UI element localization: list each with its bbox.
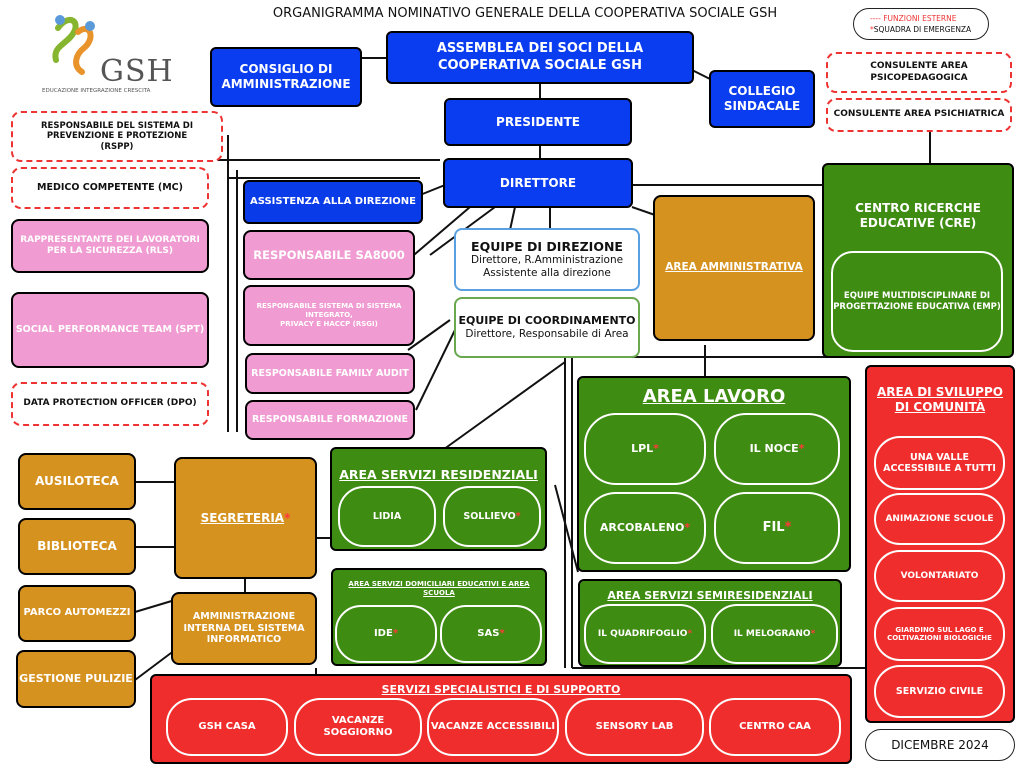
legend-emergency: *SQUADRA DI EMERGENZA [870,24,972,34]
centro-caa-pill[interactable]: CENTRO CAA [709,698,841,756]
assistenza-direzione-box[interactable]: ASSISTENZA ALLA DIREZIONE [243,180,423,224]
logo-tagline: EDUCAZIONE INTEGRAZIONE CRESCITA [42,88,151,94]
sensory-lab-pill[interactable]: SENSORY LAB [565,698,704,756]
biblioteca-box[interactable]: BIBLIOTECA [18,518,136,575]
lpl-pill[interactable]: LPL* [584,413,706,485]
family-audit-box[interactable]: RESPONSABILE FAMILY AUDIT [245,353,415,394]
ide-pill[interactable]: IDE* [335,605,437,663]
il-noce-pill[interactable]: IL NOCE* [714,413,840,485]
presidente-box[interactable]: PRESIDENTE [444,98,632,146]
parco-automezzi-box[interactable]: PARCO AUTOMEZZI [18,585,136,642]
vacanze-soggiorno-pill[interactable]: VACANZE SOGGIORNO [294,698,422,756]
legend: ---- FUNZIONI ESTERNE *SQUADRA DI EMERGE… [853,8,989,40]
animazione-scuole-pill[interactable]: ANIMAZIONE SCUOLE [874,493,1005,545]
sa8000-box[interactable]: RESPONSABILE SA8000 [243,230,415,280]
medico-competente-box[interactable]: MEDICO COMPETENTE (MC) [11,167,209,209]
page-title: ORGANIGRAMMA NOMINATIVO GENERALE DELLA C… [272,6,778,21]
servizio-civile-pill[interactable]: SERVIZIO CIVILE [874,665,1005,718]
sistema-informatico-box[interactable]: AMMINISTRAZIONE INTERNA DEL SISTEMA INFO… [171,592,317,665]
date-badge: DICEMBRE 2024 [865,729,1015,761]
sollievo-pill[interactable]: SOLLIEVO* [443,486,541,547]
equipe-coordinamento-box[interactable]: EQUIPE DI COORDINAMENTO Direttore, Respo… [454,297,640,358]
formazione-box[interactable]: RESPONSABILE FORMAZIONE [245,400,415,440]
melograno-pill[interactable]: IL MELOGRANO* [711,604,838,664]
gsh-logo: GSH EDUCAZIONE INTEGRAZIONE CRESCITA [38,10,178,95]
vacanze-accessibili-pill[interactable]: VACANZE ACCESSIBILI [427,698,559,756]
area-domiciliari-box[interactable]: AREA SERVIZI DOMICILIARI EDUCATIVI E ARE… [331,568,547,666]
logo-figure-icon [52,15,95,75]
lidia-pill[interactable]: LIDIA [338,486,436,547]
direttore-box[interactable]: DIRETTORE [443,158,633,208]
gestione-pulizie-box[interactable]: GESTIONE PULIZIE [16,650,136,708]
equipe-direzione-box[interactable]: EQUIPE DI DIREZIONE Direttore, R.Amminis… [454,228,640,291]
segreteria-box[interactable]: SEGRETERIA* [174,457,317,579]
giardino-lago-pill[interactable]: GIARDINO SUL LAGO E COLTIVAZIONI BIOLOGI… [874,607,1005,661]
area-residenziali-box[interactable]: AREA SERVIZI RESIDENZIALI [330,447,547,551]
arcobaleno-pill[interactable]: ARCOBALENO* [584,492,706,564]
assemblea-soci-box[interactable]: ASSEMBLEA DEI SOCI DELLA COOPERATIVA SOC… [386,31,694,84]
collegio-sindacale-box[interactable]: COLLEGIO SINDACALE [709,70,815,128]
sas-pill[interactable]: SAS* [440,605,542,663]
emp-pill[interactable]: EQUIPE MULTIDISCIPLINARE DI PROGETTAZION… [831,251,1003,352]
rls-box[interactable]: RAPPRESENTANTE DEI LAVORATORI PER LA SIC… [11,219,209,273]
rspp-box[interactable]: RESPONSABILE DEL SISTEMA DI PREVENZIONE … [11,111,223,162]
valle-accessibile-pill[interactable]: UNA VALLE ACCESSIBILE A TUTTI [874,436,1005,490]
rsgi-box[interactable]: RESPONSABILE SISTEMA DI SISTEMA INTEGRAT… [243,285,415,346]
fil-pill[interactable]: FIL* [714,492,840,564]
logo-brand: GSH [100,54,174,89]
volontariato-pill[interactable]: VOLONTARIATO [874,550,1005,602]
consulente-psicopedagogica-box[interactable]: CONSULENTE AREA PSICOPEDAGOGICA [826,52,1012,93]
consiglio-amministrazione-box[interactable]: CONSIGLIO DI AMMINISTRAZIONE [210,47,362,107]
ausiloteca-box[interactable]: AUSILOTECA [18,453,136,510]
consulente-psichiatrica-box[interactable]: CONSULENTE AREA PSICHIATRICA [826,98,1012,132]
spt-box[interactable]: SOCIAL PERFORMANCE TEAM (SPT) [11,292,209,368]
legend-external: ---- FUNZIONI ESTERNE [870,14,957,23]
area-amministrativa-box[interactable]: AREA AMMINISTRATIVA [653,195,815,341]
dpo-box[interactable]: DATA PROTECTION OFFICER (DPO) [11,382,209,426]
area-semiresidenziali-box[interactable]: AREA SERVIZI SEMIRESIDENZIALI [578,579,842,667]
gsh-casa-pill[interactable]: GSH CASA [166,698,288,756]
quadrifoglio-pill[interactable]: IL QUADRIFOGLIO* [584,604,706,664]
